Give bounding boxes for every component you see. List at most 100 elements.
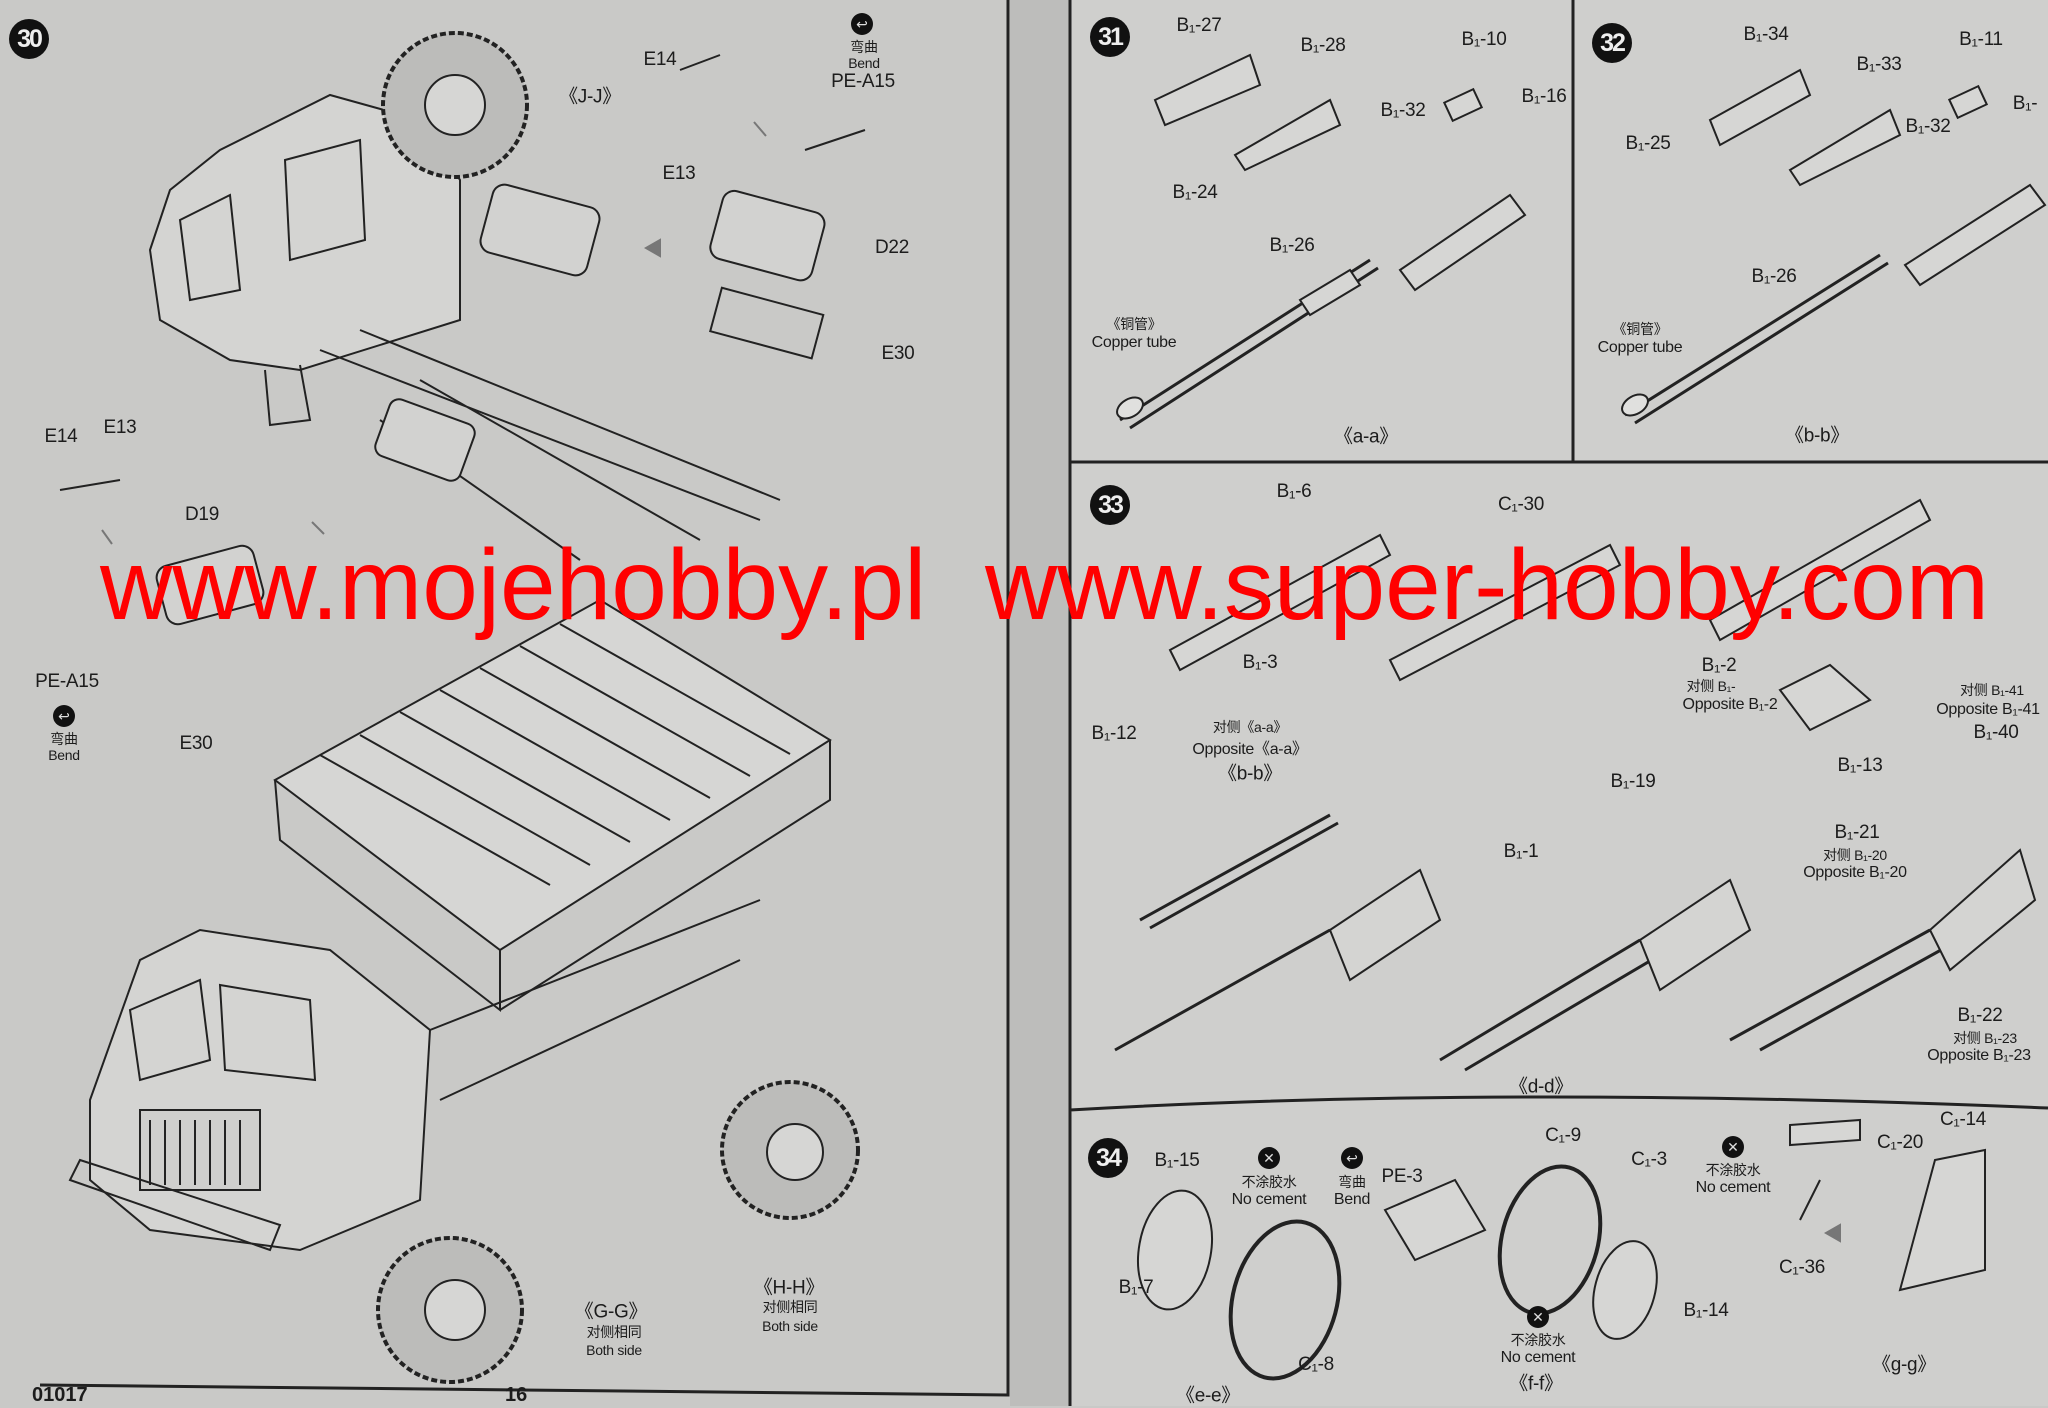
note-cn: 对侧相同 <box>762 1299 818 1315</box>
no-cement-icon: ✕ <box>1722 1136 1744 1158</box>
part-label: E14 <box>44 426 78 447</box>
view-label: 《b-b》 <box>1785 425 1849 447</box>
part-label: D22 <box>875 237 909 258</box>
no-cement-icon: ✕ <box>1527 1306 1549 1328</box>
part-label: B₁-1 <box>1503 841 1539 862</box>
step-32-badge: 32 <box>1592 23 1632 63</box>
part-label: PE-3 <box>1381 1166 1423 1187</box>
bend-icon: ↩ <box>1341 1147 1363 1169</box>
note: Both side <box>762 1318 818 1334</box>
part-label: B₁-32 <box>1380 100 1426 121</box>
part-label: C₁-9 <box>1545 1125 1581 1146</box>
rear-wheel <box>720 1080 860 1220</box>
part-label: B₁-7 <box>1118 1277 1154 1298</box>
note-cn: 对侧《a-a》 <box>1212 719 1288 735</box>
view-label: 《e-e》 <box>1176 1385 1240 1407</box>
part-label: C₁-8 <box>1298 1354 1334 1375</box>
bend-icon: ↩ <box>53 705 75 727</box>
part-label: B₁-11 <box>1959 29 2003 50</box>
part-label: B₁-12 <box>1091 723 1137 744</box>
part-label: C₁-3 <box>1631 1149 1667 1170</box>
copper-tube-label: Copper tube <box>1091 334 1177 351</box>
part-label: B₁-40 <box>1973 722 2019 743</box>
no-cement-label: No cement <box>1695 1179 1771 1196</box>
note: Opposite《a-a》 <box>1192 741 1308 758</box>
bend-label: Bend <box>1333 1191 1371 1208</box>
note-cn: 对侧 B₁-23 <box>1953 1030 2017 1046</box>
view-label: 《H-H》 <box>753 1277 825 1299</box>
part-label: E30 <box>881 343 915 364</box>
part-label: E14 <box>643 49 677 70</box>
no-cement-cn: 不涂胶水 <box>1241 1174 1297 1190</box>
part-label: 《J-J》 <box>559 86 621 108</box>
part-label: B₁-3 <box>1242 652 1278 673</box>
page-number: 16 <box>505 1384 528 1406</box>
part-label: B₁-13 <box>1837 755 1883 776</box>
page-gutter <box>1010 0 1070 1406</box>
view-label: 《g-g》 <box>1872 1354 1936 1376</box>
step-30-badge: 30 <box>9 19 49 59</box>
bend-label-cn: 弯曲 <box>1338 1174 1366 1190</box>
part-label: E13 <box>662 163 696 184</box>
part-label: B₁-19 <box>1610 771 1656 792</box>
front-wheel <box>376 1236 524 1384</box>
part-label: C₁-30 <box>1497 494 1545 515</box>
fuel-tanks <box>155 183 826 626</box>
no-cement-label: No cement <box>1231 1191 1307 1208</box>
bend-label: Bend <box>848 55 880 71</box>
part-label: B₁-6 <box>1276 481 1312 502</box>
part-label: B₁-26 <box>1269 235 1315 256</box>
note: Opposite B₁-41 <box>1936 701 2040 718</box>
part-label: B₁- <box>2012 93 2038 114</box>
part-label: B₁-10 <box>1461 29 1507 50</box>
cargo-bed <box>273 598 832 1013</box>
part-label: C₁-20 <box>1876 1132 1924 1153</box>
watermark-mojehobby: www.mojehobby.pl <box>100 529 927 641</box>
part-label: E13 <box>103 417 137 438</box>
part-label: B₁-25 <box>1625 133 1671 154</box>
view-label: 《b-b》 <box>1218 763 1282 785</box>
spare-wheel <box>381 31 529 179</box>
no-cement-icon: ✕ <box>1258 1147 1280 1169</box>
view-label: 《f-f》 <box>1509 1373 1563 1395</box>
upper-truck-cab <box>148 93 461 427</box>
no-cement-cn: 不涂胶水 <box>1705 1162 1761 1178</box>
part-label: B₁-34 <box>1743 24 1789 45</box>
step-32-gun-parts <box>1621 68 2047 425</box>
part-label: B₁-24 <box>1172 182 1218 203</box>
part-label: B₁-22 <box>1957 1005 2003 1026</box>
no-cement-label: No cement <box>1500 1349 1576 1366</box>
part-label: B₁-2 <box>1701 655 1737 676</box>
part-label: B₁-15 <box>1154 1150 1200 1171</box>
note-cn: 对侧 B₁-41 <box>1960 682 2024 698</box>
copper-tube-cn: 《铜管》 <box>1106 316 1162 332</box>
bend-label-cn: 弯曲 <box>850 39 878 55</box>
part-label: PE-A15 <box>831 71 895 92</box>
step-33-badge: 33 <box>1090 485 1130 525</box>
no-cement-cn: 不涂胶水 <box>1510 1332 1566 1348</box>
note-cn: 对侧相同 <box>586 1324 642 1340</box>
part-label: C₁-14 <box>1939 1109 1987 1130</box>
note: Opposite B₁-20 <box>1803 864 1907 881</box>
note-cn: 对侧 B₁- <box>1686 678 1736 694</box>
small-parts <box>59 54 866 491</box>
lower-truck-cab <box>68 899 761 1252</box>
view-label: 《G-G》 <box>574 1301 648 1323</box>
bend-icon: ↩ <box>851 13 873 35</box>
upper-chassis <box>319 329 781 561</box>
bend-label: Bend <box>48 747 80 763</box>
part-label: B₁-21 <box>1834 822 1880 843</box>
part-label: C₁-36 <box>1778 1257 1826 1278</box>
view-label: 《d-d》 <box>1509 1076 1573 1098</box>
part-label: B₁-16 <box>1521 86 1567 107</box>
kit-code: 01017 <box>32 1384 88 1406</box>
step-31-gun-parts <box>1116 53 1527 430</box>
step-34-parts <box>1137 1118 1986 1381</box>
note: Both side <box>586 1342 642 1358</box>
note-cn: 对侧 B₁-20 <box>1823 847 1887 863</box>
note: Opposite B₁-2 <box>1682 696 1778 713</box>
copper-tube-cn: 《铜管》 <box>1612 321 1668 337</box>
right-panel-borders <box>1068 0 2048 1406</box>
part-label: B₁-28 <box>1300 35 1346 56</box>
